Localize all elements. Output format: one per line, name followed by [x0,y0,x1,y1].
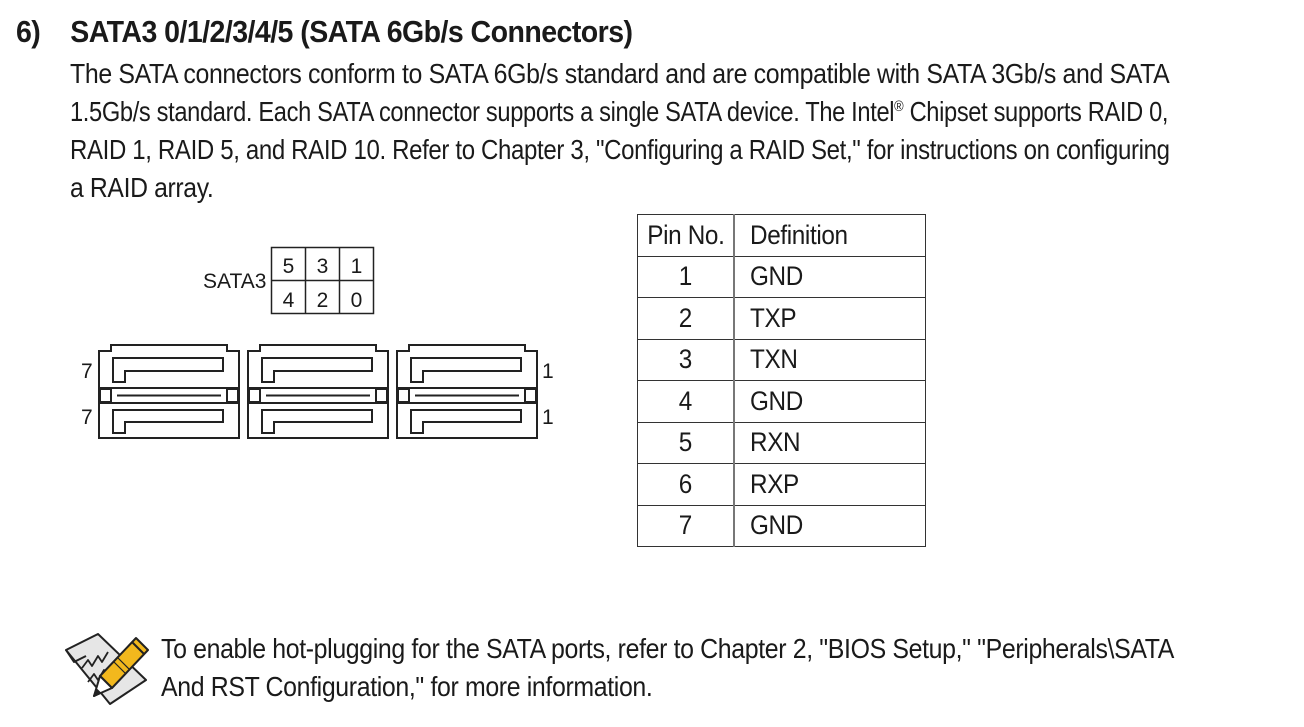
left-pin-label-top: 7 [81,360,93,383]
connector-slot-bottom [261,409,373,434]
right-pin-label-top: 1 [542,360,554,383]
definition-cell: TXN [733,338,926,381]
table-row: 4 GND [637,380,926,423]
port-number-3: 3 [317,255,329,278]
table-row: 6 RXP [637,463,926,506]
definition-cell: TXP [733,297,926,340]
port-number-4: 4 [283,289,295,312]
table-row: 2 TXP [637,297,926,340]
connector-latch-left [248,388,261,403]
connector-latch-left [397,388,410,403]
pin-number-cell: 4 [637,380,735,423]
pin-number-cell: 6 [637,463,735,506]
registered-mark: ® [894,98,904,115]
note-line-2: And RST Configuration," for more informa… [161,671,653,702]
pin-number-cell: 5 [637,421,735,464]
pin-number-cell: 1 [637,255,735,298]
port-number-0: 0 [351,289,363,312]
header-pin-no: Pin No. [637,214,735,257]
note-line-1: To enable hot-plugging for the SATA port… [161,633,1174,664]
table-row: 3 TXN [637,338,926,381]
connector-slot-bottom [112,409,224,434]
port-number-grid [270,246,375,315]
paragraph-line-2: 1.5Gb/s standard. Each SATA connector su… [70,93,1168,131]
section-heading: 6) SATA3 0/1/2/3/4/5 (SATA 6Gb/s Connecto… [16,14,633,50]
sata-connector [247,344,389,439]
table-row: 5 RXN [637,421,926,464]
section-number: 6) [16,14,41,49]
definition-cell: RXP [733,463,926,506]
connector-slot-top [112,357,224,383]
table-row: 1 GND [637,255,926,298]
note-pencil-icon [65,633,149,705]
sata-connector-diagram: SATA3 5 3 1 4 2 0 7 7 1 1 [81,246,554,439]
definition-cell: RXN [733,421,926,464]
connector-latch-left [99,388,112,403]
paragraph-line-4: a RAID array. [70,172,214,203]
paragraph-line-2-tail: Chipset supports RAID 0, [903,96,1169,127]
hot-plug-note: To enable hot-plugging for the SATA port… [161,630,1280,706]
table-row: 7 GND [637,504,926,547]
sata-connector [396,344,538,439]
connector-outline [396,344,538,439]
section-title: SATA3 0/1/2/3/4/5 (SATA 6Gb/s Connectors… [70,14,633,49]
definition-cell: GND [733,504,926,547]
connector-latch-right [524,388,537,403]
definition-cell: GND [733,380,926,423]
connector-slot-top [261,357,373,383]
connector-outline [98,344,240,439]
pin-number-cell: 2 [637,297,735,340]
sata-connector [98,344,240,439]
port-number-1: 1 [351,255,363,278]
port-number-2: 2 [317,289,329,312]
section-paragraph: The SATA connectors conform to SATA 6Gb/… [70,55,1298,207]
left-pin-label-bottom: 7 [81,406,93,429]
right-pin-label-bottom: 1 [542,406,554,429]
connector-outline [247,344,389,439]
connector-slot-bottom [410,409,522,434]
sata3-label: SATA3 [203,270,266,293]
header-definition: Definition [733,214,926,257]
port-number-5: 5 [283,255,295,278]
paragraph-line-3: RAID 1, RAID 5, and RAID 10. Refer to Ch… [70,134,1170,165]
connector-slot-top [410,357,522,383]
table-header-row: Pin No. Definition [637,214,926,257]
connector-latch-right [375,388,388,403]
definition-cell: GND [733,255,926,298]
pin-number-cell: 3 [637,338,735,381]
paragraph-line-1: The SATA connectors conform to SATA 6Gb/… [70,58,1170,89]
pin-definition-table: Pin No. Definition 1 GND 2 TXP 3 TXN 4 G… [637,214,926,547]
paragraph-line-2-text: 1.5Gb/s standard. Each SATA connector su… [70,96,895,127]
pin-number-cell: 7 [637,504,735,547]
connector-latch-right [226,388,239,403]
